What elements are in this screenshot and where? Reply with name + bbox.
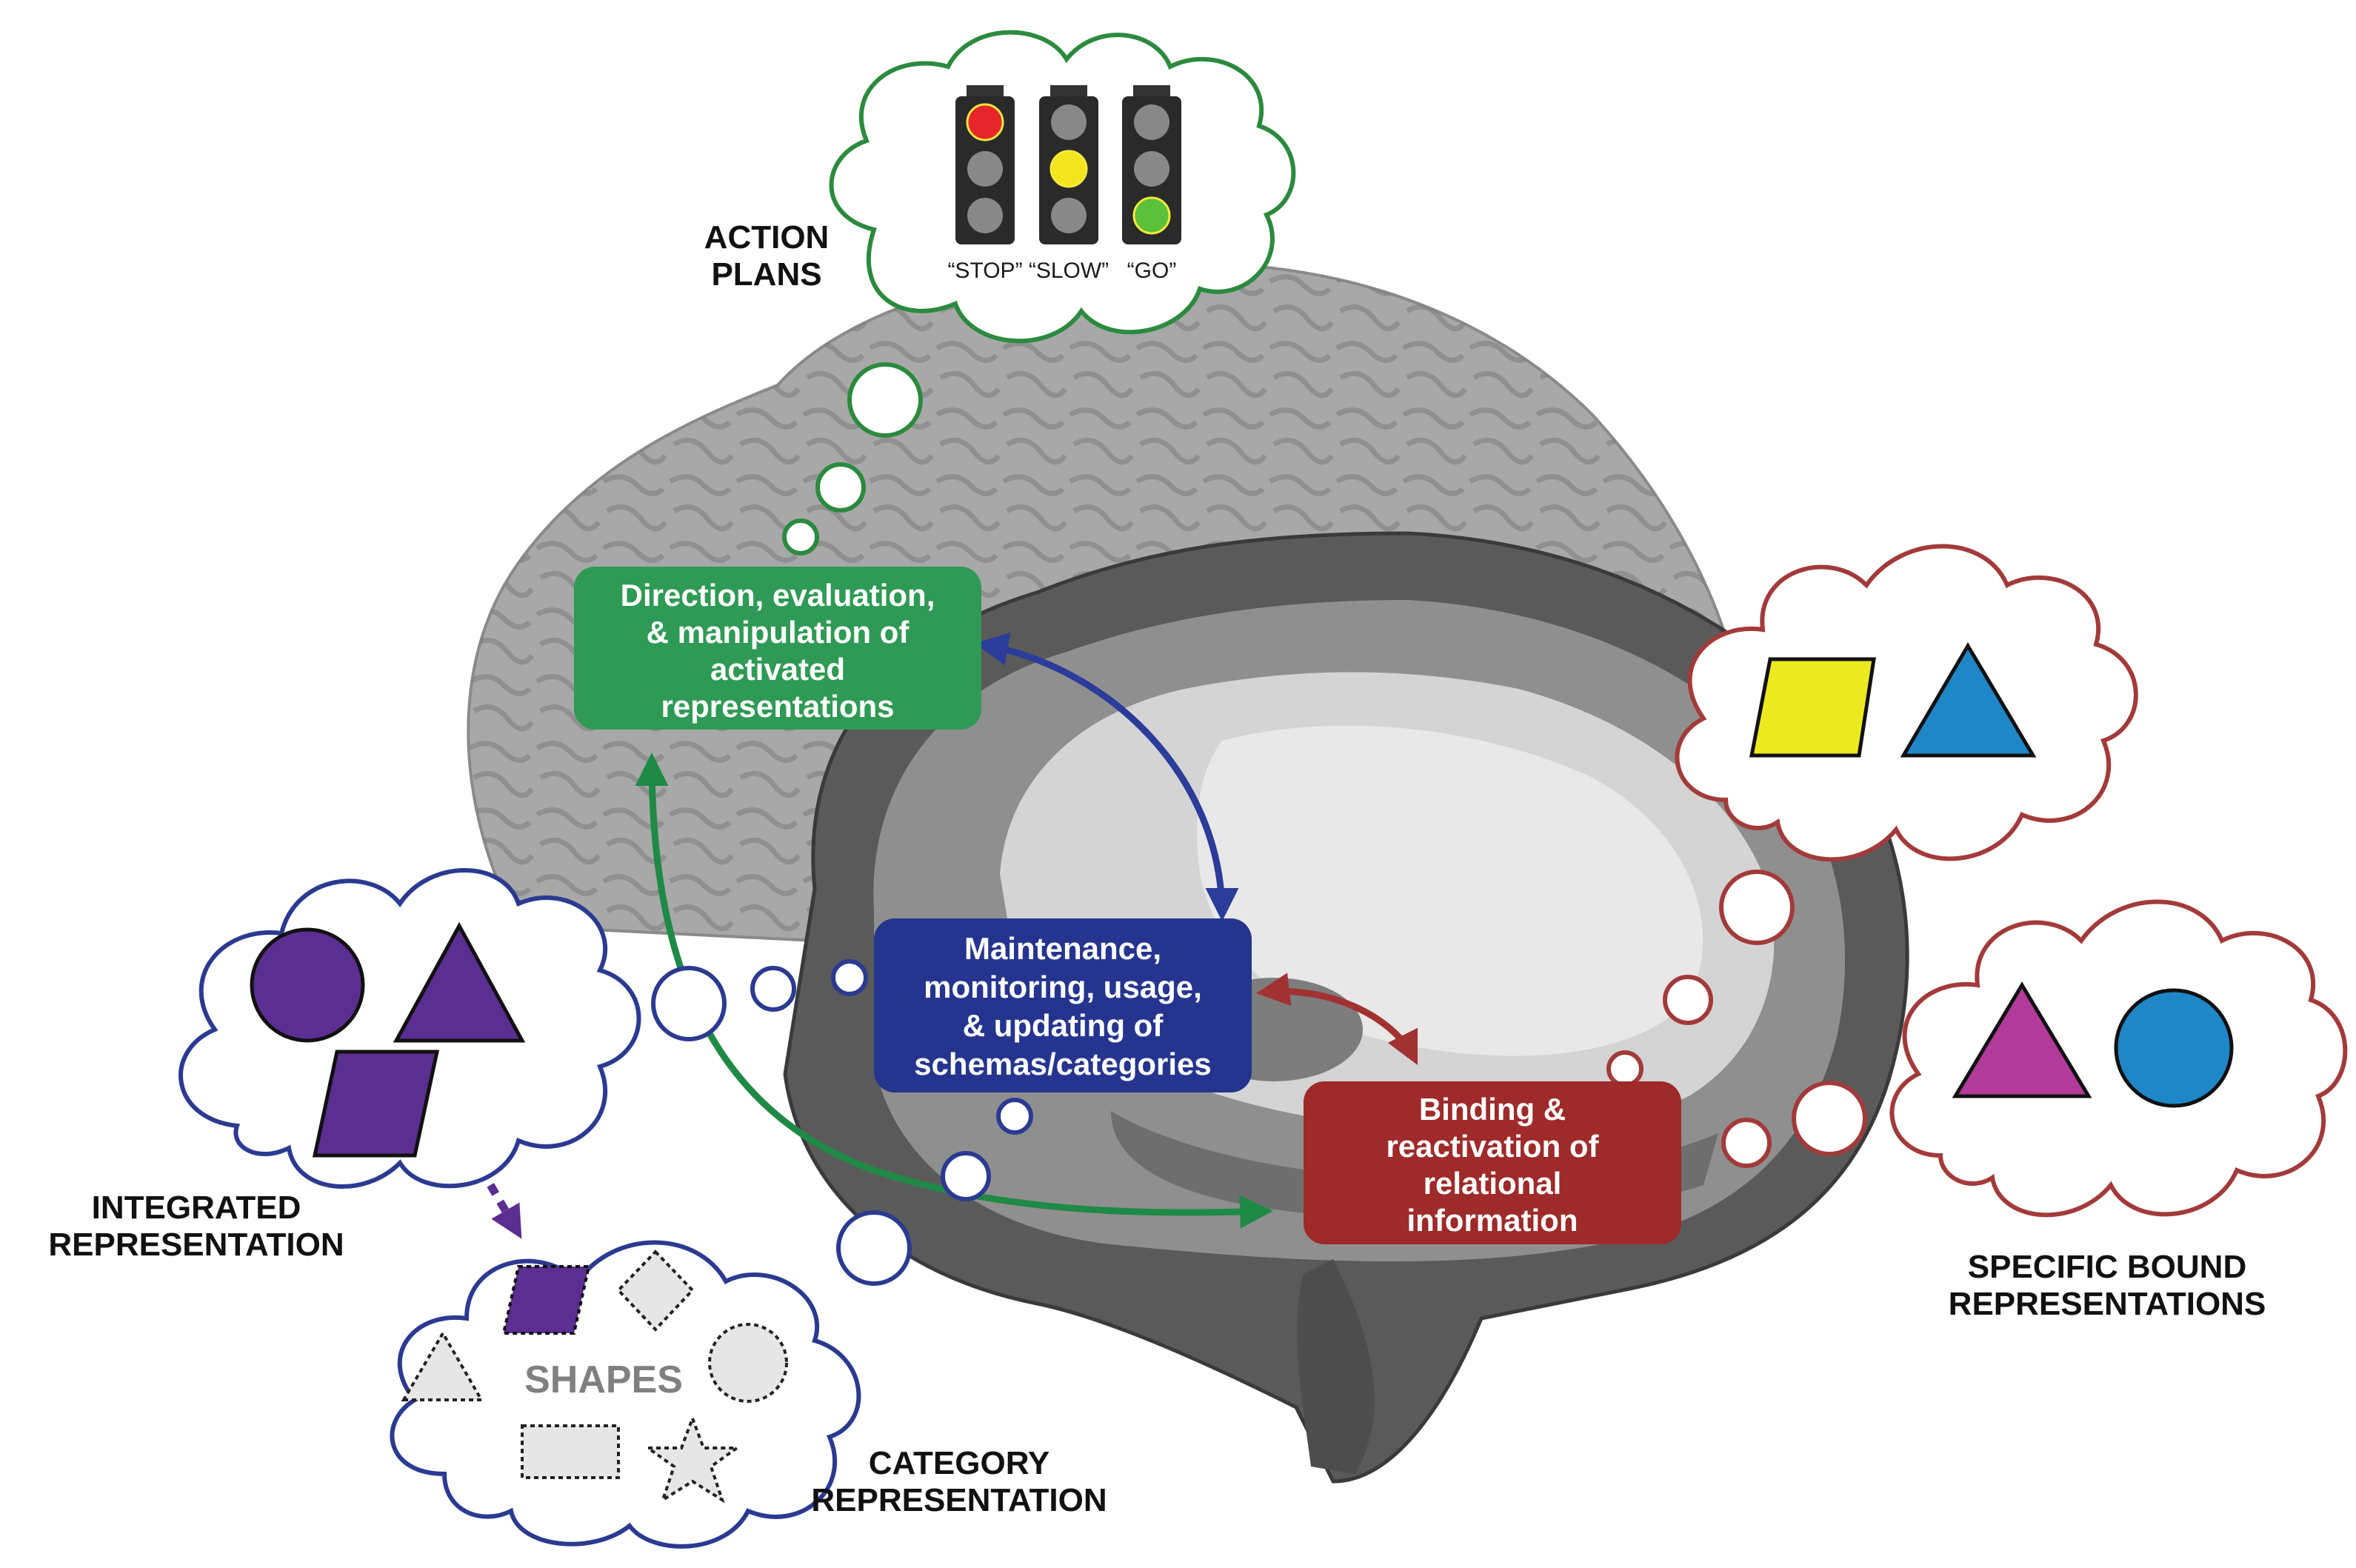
binding-line-4: information <box>1407 1203 1578 1238</box>
green-light-icon <box>1132 196 1171 235</box>
binding-box: Binding & reactivation of relational inf… <box>1304 1081 1681 1244</box>
dotted-circle-icon <box>708 1323 788 1403</box>
maintenance-box: Maintenance, monitoring, usage, & updati… <box>874 918 1252 1092</box>
direction-line-4: representations <box>661 689 894 724</box>
direction-line-3: activated <box>710 652 845 687</box>
maintenance-line-2: monitoring, usage, <box>924 970 1202 1004</box>
shapes-label: SHAPES <box>524 1358 683 1401</box>
action-plans-line-1: ACTION <box>704 219 830 256</box>
red-arrow <box>1256 973 1418 1066</box>
category-line-2: REPRESENTATION <box>811 1482 1107 1518</box>
action-plans-caption: ACTION PLANS <box>704 219 830 293</box>
binding-line-2: reactivation of <box>1386 1129 1599 1164</box>
green-bubble-trail <box>782 362 923 556</box>
maintenance-line-3: & updating of <box>963 1008 1164 1043</box>
dotted-rectangle-icon <box>521 1424 620 1479</box>
red-light-icon <box>966 103 1004 141</box>
purple-parallelogram-small-icon <box>501 1265 591 1335</box>
dotted-star-icon <box>643 1414 742 1504</box>
yellow-light-icon <box>1049 150 1088 188</box>
traffic-light-go: “GO” <box>1122 85 1181 283</box>
direction-line-2: & manipulation of <box>647 615 910 650</box>
bound-cloud-top <box>1675 544 2138 862</box>
magenta-triangle-icon <box>1952 981 2092 1098</box>
maintenance-line-1: Maintenance, <box>964 931 1161 966</box>
purple-parallelogram-icon <box>312 1050 440 1158</box>
yellow-parallelogram-icon <box>1749 657 1876 758</box>
traffic-label-go: “GO” <box>1127 258 1177 283</box>
specific-bound-line-1: SPECIFIC BOUND <box>1968 1249 2246 1285</box>
purple-circle-icon <box>250 927 365 1043</box>
direction-box: Direction, evaluation, & manipulation of… <box>574 567 981 730</box>
diamond-icon <box>616 1250 695 1332</box>
binding-line-1: Binding & <box>1419 1092 1566 1127</box>
direction-line-1: Direction, evaluation, <box>621 578 935 613</box>
traffic-light-slow: “SLOW” <box>1029 85 1109 283</box>
cyan-triangle-icon <box>1900 642 2037 758</box>
dotted-triangle-icon <box>401 1330 484 1401</box>
category-line-1: CATEGORY <box>869 1445 1049 1481</box>
purple-triangle-icon <box>393 921 526 1043</box>
green-arrow <box>635 753 1273 1229</box>
integrated-caption: INTEGRATED REPRESENTATION <box>48 1190 344 1263</box>
action-plans-line-2: PLANS <box>711 256 821 293</box>
integrated-line-1: INTEGRATED <box>92 1190 301 1226</box>
maintenance-line-4: schemas/categories <box>914 1047 1212 1081</box>
integrated-line-2: REPRESENTATION <box>48 1227 344 1263</box>
traffic-light-stop: “STOP” <box>947 85 1023 283</box>
specific-bound-caption: SPECIFIC BOUND REPRESENTATIONS <box>1949 1249 2266 1322</box>
traffic-label-stop: “STOP” <box>947 258 1022 283</box>
cyan-circle-icon <box>2114 988 2234 1108</box>
binding-line-3: relational <box>1424 1166 1562 1201</box>
specific-bound-line-2: REPRESENTATIONS <box>1949 1286 2266 1322</box>
traffic-label-slow: “SLOW” <box>1029 258 1109 283</box>
category-caption: CATEGORY REPRESENTATION <box>811 1445 1107 1518</box>
blue-arrow <box>975 632 1239 921</box>
